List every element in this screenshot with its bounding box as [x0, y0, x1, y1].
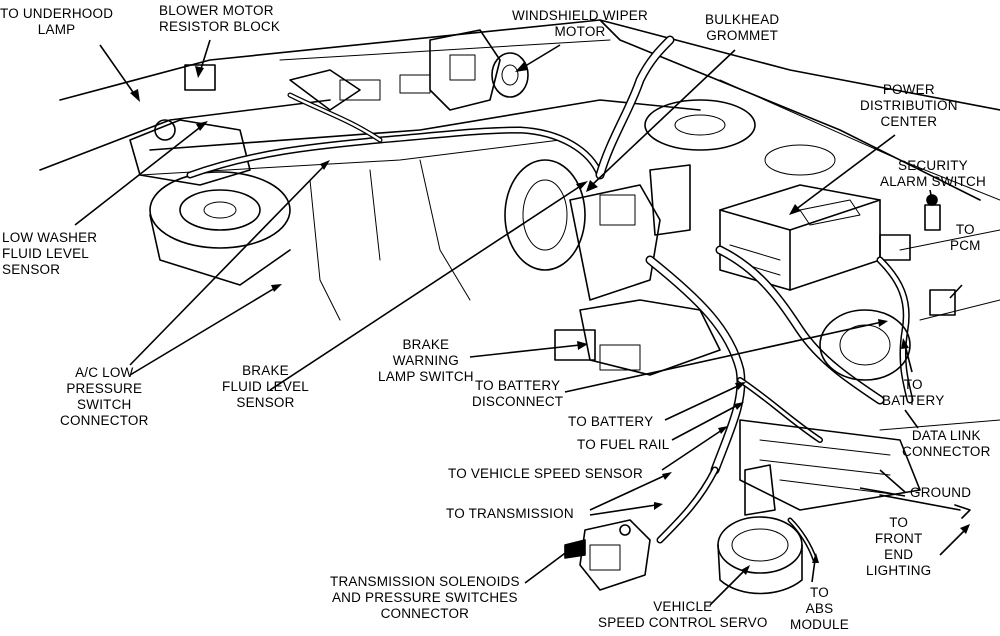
arrowhead-batt-disc	[878, 319, 888, 327]
arrowhead-washer	[196, 121, 208, 131]
arrowhead-trans-1	[662, 472, 672, 480]
label-to-battery-left: TO BATTERY	[568, 414, 654, 429]
label-to-vehicle-speed-sensor: TO VEHICLE SPEED SENSOR	[448, 466, 643, 481]
label-to-fuel-rail: TO FUEL RAIL	[577, 437, 670, 452]
arrowhead-abs	[812, 553, 819, 563]
arrowhead-grommet	[586, 180, 598, 192]
arrowhead-wiper	[515, 62, 528, 72]
label-ground: GROUND	[910, 485, 972, 500]
label-power-distribution-center: POWER DISTRIBUTION CENTER	[860, 82, 958, 129]
label-wiper-motor: WINDSHIELD WIPER MOTOR	[512, 8, 648, 39]
arrowhead-ac-2	[271, 284, 282, 292]
label-brake-fluid-level-sensor: BRAKE FLUID LEVEL SENSOR	[222, 363, 309, 410]
arrowhead-batt-left	[735, 382, 746, 390]
label-low-washer-fluid-sensor: LOW WASHER FLUID LEVEL SENSOR	[2, 230, 98, 277]
label-bulkhead-grommet: BULKHEAD GROMMET	[705, 12, 780, 43]
arrowhead-vss	[718, 426, 728, 434]
arrowhead-blower	[195, 66, 204, 78]
label-security-alarm-switch: SECURITY ALARM SWITCH	[880, 158, 986, 189]
label-to-battery-right: TO BATTERY	[882, 377, 945, 408]
label-to-battery-disconnect: TO BATTERY DISCONNECT	[472, 378, 564, 409]
label-transmission-solenoids-connector: TRANSMISSION SOLENOIDS AND PRESSURE SWIT…	[330, 574, 520, 621]
label-to-pcm: TO PCM	[950, 222, 981, 253]
label-to-front-end-lighting: TO FRONT END LIGHTING	[866, 515, 932, 578]
arrowhead-brake-warning	[577, 341, 588, 350]
label-to-transmission: TO TRANSMISSION	[446, 506, 574, 521]
arrowhead-ac-1	[320, 160, 330, 170]
arrowhead-trans-solenoids	[567, 544, 578, 553]
label-to-abs-module: TO ABS MODULE	[790, 585, 849, 632]
label-data-link-connector: DATA LINK CONNECTOR	[902, 428, 991, 459]
label-underhood-lamp: TO UNDERHOOD LAMP	[0, 6, 114, 37]
arrowhead-fuel-rail	[734, 402, 744, 410]
arrowhead-brake-fluid	[576, 181, 588, 190]
arrowhead-underhood-lamp	[130, 89, 140, 102]
arrowhead-batt-right	[901, 338, 909, 349]
label-vehicle-speed-control-servo: VEHICLE SPEED CONTROL SERVO	[598, 599, 768, 630]
arrowhead-front-lighting	[960, 524, 970, 534]
label-ac-low-pressure-switch: A/C LOW PRESSURE SWITCH CONNECTOR	[60, 365, 149, 428]
arrowhead-servo	[741, 565, 750, 575]
label-blower-motor: BLOWER MOTOR RESISTOR BLOCK	[159, 3, 281, 34]
arrowhead-trans-2	[654, 502, 663, 510]
label-brake-warning-lamp-switch: BRAKE WARNING LAMP SWITCH	[378, 337, 474, 384]
arrowhead-pdc	[789, 204, 801, 215]
